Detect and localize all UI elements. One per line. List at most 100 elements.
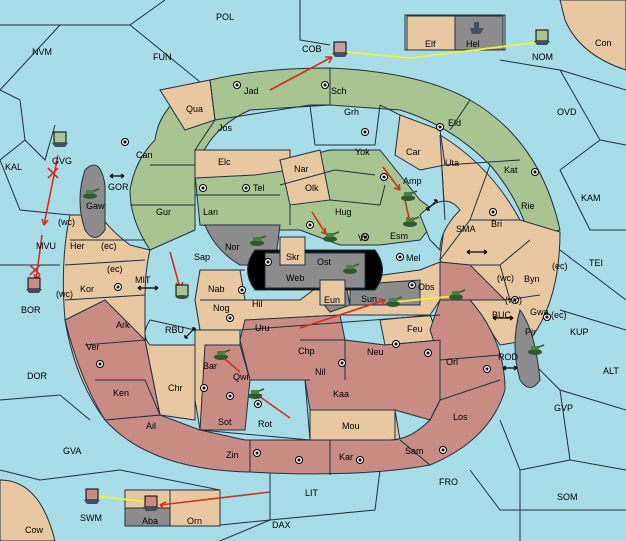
label-Rot: Rot bbox=[258, 419, 273, 429]
label-Con: Con bbox=[595, 38, 612, 48]
tank-icon[interactable] bbox=[386, 296, 403, 307]
tank-icon[interactable] bbox=[528, 344, 545, 355]
label-Hel: Hel bbox=[466, 39, 480, 49]
label-KAL: KAL bbox=[5, 162, 22, 172]
supply-centers bbox=[96, 81, 551, 464]
sea-SMA-inlet[interactable] bbox=[419, 200, 461, 252]
label-Eld: Eld bbox=[448, 118, 461, 128]
label-Orl: Orl bbox=[446, 357, 458, 367]
ship-icon[interactable] bbox=[470, 22, 484, 34]
label-Gwa: Gwa bbox=[530, 307, 549, 317]
tank-icon[interactable] bbox=[248, 388, 265, 399]
army-marker[interactable] bbox=[175, 284, 189, 299]
label-Nar: Nar bbox=[294, 164, 309, 174]
army-units bbox=[83, 188, 545, 399]
label-Feu: Feu bbox=[407, 324, 423, 334]
label-Sun: Sun bbox=[361, 294, 377, 304]
label-Jad: Jad bbox=[244, 86, 259, 96]
label-Gur: Gur bbox=[156, 207, 171, 217]
label-KUP: KUP bbox=[570, 327, 589, 337]
ship-icon[interactable] bbox=[52, 131, 68, 147]
label-SOM: SOM bbox=[557, 492, 578, 502]
label-Mel: Mel bbox=[406, 253, 421, 263]
tank-icon[interactable] bbox=[403, 216, 420, 227]
region-red-south bbox=[103, 299, 506, 475]
label-Car: Car bbox=[406, 147, 421, 157]
tank-icon[interactable] bbox=[449, 289, 466, 300]
label-GVG: GVG bbox=[52, 156, 72, 166]
ship-icon[interactable] bbox=[534, 29, 550, 45]
label-SMA: SMA bbox=[456, 224, 476, 234]
failed-order-marks bbox=[29, 167, 59, 276]
label-Ail: Ail bbox=[146, 421, 156, 431]
ship-icon[interactable] bbox=[84, 488, 100, 504]
ship-icon[interactable] bbox=[143, 495, 159, 511]
label-Sot: Sot bbox=[218, 417, 232, 427]
label-Grh: Grh bbox=[344, 107, 359, 117]
tank-icon[interactable] bbox=[83, 188, 100, 199]
label-NOM: NOM bbox=[532, 52, 553, 62]
coast-label: (ec) bbox=[101, 241, 117, 251]
sea-RBU-inlet[interactable] bbox=[144, 319, 196, 346]
territory-Obs[interactable] bbox=[439, 261, 507, 301]
label-FRO: FRO bbox=[439, 477, 458, 487]
label-Web: Web bbox=[286, 273, 304, 283]
label-MVU: MVU bbox=[36, 241, 56, 251]
fleet-units bbox=[26, 22, 550, 511]
label-Gaw: Gaw bbox=[86, 201, 105, 211]
coast-label: (ec) bbox=[551, 310, 567, 320]
label-Ost: Ost bbox=[317, 257, 332, 267]
label-Amp: Amp bbox=[403, 176, 422, 186]
territory-Elf[interactable] bbox=[406, 15, 456, 51]
ship-icon[interactable] bbox=[332, 41, 348, 57]
ship-icon[interactable] bbox=[26, 277, 42, 293]
tank-icon[interactable] bbox=[250, 235, 267, 246]
label-Kat: Kat bbox=[504, 165, 518, 175]
label-Kar: Kar bbox=[339, 452, 353, 462]
tank-icon[interactable] bbox=[214, 349, 231, 360]
label-Ark: Ark bbox=[116, 320, 130, 330]
label-Vil: Vil bbox=[358, 233, 368, 243]
coast-label: (ec) bbox=[107, 264, 123, 274]
label-MIT: MIT bbox=[135, 275, 151, 285]
territory-Pir[interactable] bbox=[514, 308, 541, 388]
label-ROD: ROD bbox=[498, 352, 519, 362]
territory-Bar-Qwi[interactable] bbox=[199, 344, 251, 431]
label-DAX: DAX bbox=[272, 520, 291, 530]
territory-Gaw[interactable] bbox=[79, 164, 106, 238]
coast-label: (wc) bbox=[56, 289, 73, 299]
label-Kaa: Kaa bbox=[333, 389, 349, 399]
label-Zin: Zin bbox=[226, 450, 239, 460]
support-orders bbox=[94, 41, 541, 503]
label-GVA: GVA bbox=[63, 446, 81, 456]
region-red-west bbox=[64, 299, 161, 421]
coast-labels: (wc) (ec) (ec) (wc) (wc) (ec) (wc) (ec) bbox=[56, 217, 568, 320]
label-Pir: Pir bbox=[525, 327, 536, 337]
label-GOR: GOR bbox=[108, 182, 129, 192]
coast-label: (wc) bbox=[505, 295, 522, 305]
territory-Eun-tan[interactable] bbox=[319, 279, 346, 306]
label-OVD: OVD bbox=[557, 107, 577, 117]
label-Uru: Uru bbox=[255, 323, 270, 333]
territory-Orn[interactable] bbox=[169, 489, 221, 527]
coast-label: (wc) bbox=[497, 273, 514, 283]
label-Nog: Nog bbox=[213, 303, 230, 313]
label-Chr: Chr bbox=[168, 383, 183, 393]
label-Neu: Neu bbox=[367, 347, 384, 357]
label-COB: COB bbox=[302, 44, 322, 54]
label-Rie: Rie bbox=[521, 201, 535, 211]
label-Hil: Hil bbox=[252, 299, 263, 309]
label-Sap: Sap bbox=[194, 252, 210, 262]
territory-Car[interactable] bbox=[394, 114, 446, 171]
tank-icon[interactable] bbox=[401, 190, 418, 201]
label-Ver: Ver bbox=[86, 342, 100, 352]
label-Sch: Sch bbox=[331, 86, 347, 96]
tank-icon[interactable] bbox=[343, 263, 360, 274]
territory-Skr[interactable] bbox=[279, 236, 306, 266]
tank-icon[interactable] bbox=[323, 231, 340, 242]
coast-label: (wc) bbox=[58, 217, 75, 227]
coast-label: (ec) bbox=[552, 261, 568, 271]
label-Nil: Nil bbox=[315, 367, 326, 377]
label-Skr: Skr bbox=[286, 252, 300, 262]
label-Qua: Qua bbox=[186, 104, 203, 114]
